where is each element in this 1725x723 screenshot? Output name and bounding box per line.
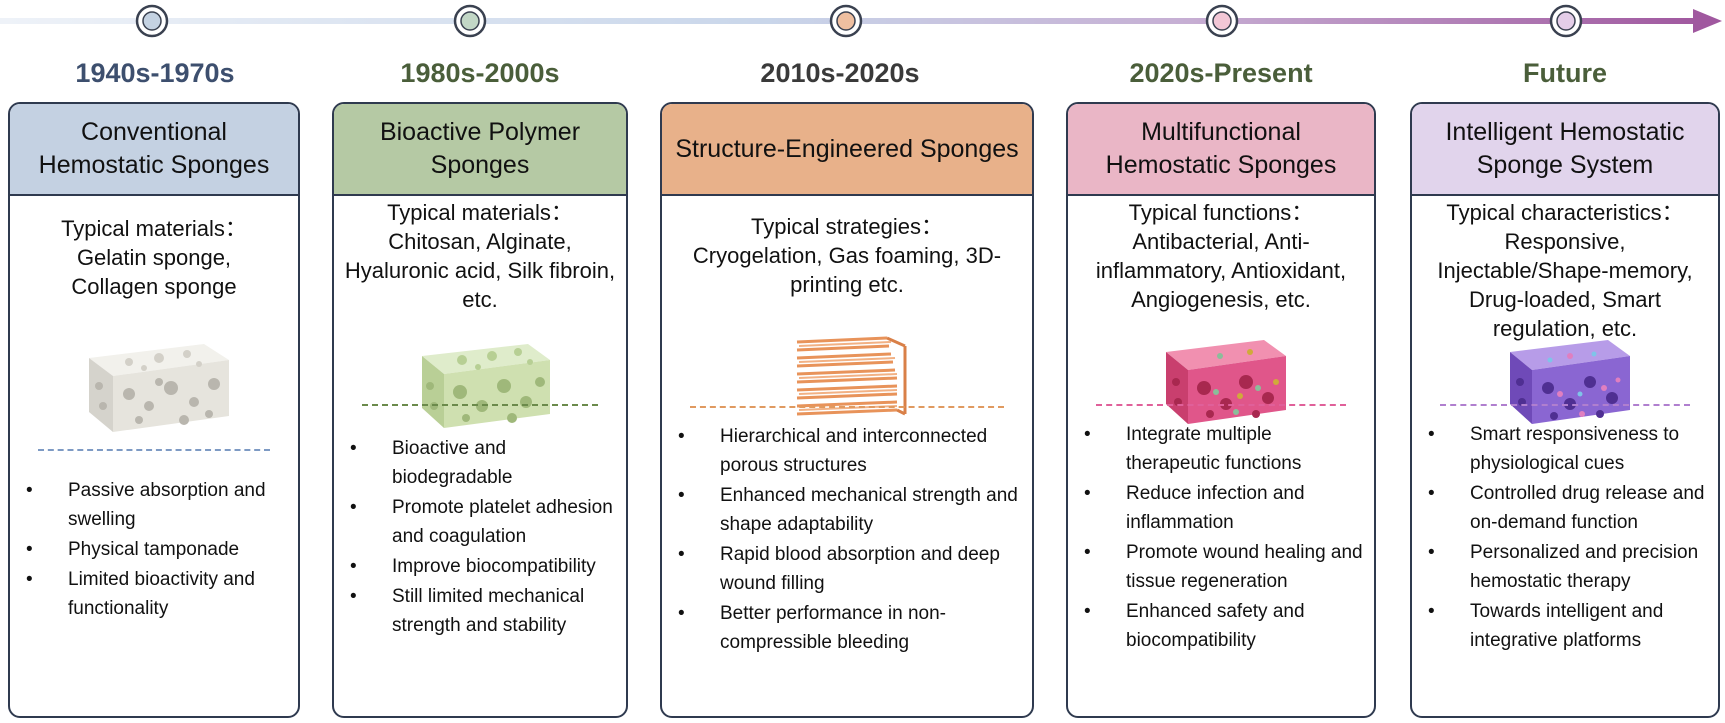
stage-bullets-1: Passive absorption and swelling Physical… xyxy=(22,476,292,624)
stage-title-1: Conventional Hemostatic Sponges xyxy=(10,104,298,196)
bullet-item: Towards intelligent and integrative plat… xyxy=(1424,597,1712,655)
intelligent-sponge-illustration xyxy=(1412,330,1718,430)
bullet-item: Personalized and precision hemostatic th… xyxy=(1424,538,1712,596)
stage-title-2: Bioactive Polymer Sponges xyxy=(334,104,626,196)
gelatin-sponge-illustration xyxy=(10,336,298,436)
stage-divider-1 xyxy=(38,449,270,451)
typical-label-2: Typical materials： xyxy=(387,200,573,225)
stage-divider-2 xyxy=(362,404,598,406)
bullet-item: Improve biocompatibility xyxy=(346,552,620,581)
stage-card-5: Intelligent Hemostatic Sponge System Typ… xyxy=(1410,102,1720,718)
era-label-4: 2020s-Present xyxy=(1129,58,1313,88)
bullet-item: Reduce infection and inflammation xyxy=(1080,479,1368,537)
timeline-node-4 xyxy=(1205,4,1239,38)
era-label-1: 1940s-1970s xyxy=(75,58,235,88)
typical-text-1: Gelatin sponge, Collagen sponge xyxy=(71,245,237,299)
typical-label-4: Typical functions： xyxy=(1128,200,1314,225)
bullet-item: Physical tamponade xyxy=(22,535,292,564)
timeline-node-2 xyxy=(453,4,487,38)
bullet-item: Controlled drug release and on-demand fu… xyxy=(1424,479,1712,537)
stage-typical-1: Typical materials： Gelatin sponge, Colla… xyxy=(10,214,298,301)
stage-title-5: Intelligent Hemostatic Sponge System xyxy=(1412,104,1718,196)
bullet-item: Enhanced mechanical strength and shape a… xyxy=(674,481,1026,539)
stage-bullets-4: Integrate multiple therapeutic functions… xyxy=(1080,420,1368,656)
bullet-item: Still limited mechanical strength and st… xyxy=(346,582,620,640)
stage-card-3: Structure-Engineered Sponges Typical str… xyxy=(660,102,1034,718)
stage-card-2: Bioactive Polymer Sponges Typical materi… xyxy=(332,102,628,718)
stage-title-4: Multifunctional Hemostatic Sponges xyxy=(1068,104,1374,196)
stage-divider-5 xyxy=(1440,404,1690,406)
stage-bullets-2: Bioactive and biodegradable Promote plat… xyxy=(346,434,620,641)
stage-typical-3: Typical strategies： Cryogelation, Gas fo… xyxy=(662,212,1032,299)
stage-typical-4: Typical functions： Antibacterial, Anti-i… xyxy=(1068,198,1374,314)
typical-text-3: Cryogelation, Gas foaming, 3D-printing e… xyxy=(692,243,1002,297)
bioactive-polymer-sponge-illustration xyxy=(334,334,626,434)
bullet-item: Bioactive and biodegradable xyxy=(346,434,620,492)
timeline-arrow xyxy=(0,4,1722,38)
stage-bullets-5: Smart responsiveness to physiological cu… xyxy=(1424,420,1712,656)
stage-typical-2: Typical materials： Chitosan, Alginate, H… xyxy=(334,198,626,314)
typical-label-5: Typical characteristics： xyxy=(1446,200,1684,225)
timeline-arrowhead xyxy=(1693,9,1722,33)
3d-printed-lattice-illustration xyxy=(662,332,1032,432)
stage-divider-3 xyxy=(690,406,1004,408)
typical-text-4: Antibacterial, Anti-inflammatory, Antiox… xyxy=(1095,229,1347,312)
typical-label-1: Typical materials： xyxy=(61,216,247,241)
bullet-item: Limited bioactivity and functionality xyxy=(22,565,292,623)
typical-label-3: Typical strategies： xyxy=(751,214,943,239)
era-label-3: 2010s-2020s xyxy=(760,58,920,88)
bullet-item: Hierarchical and interconnected porous s… xyxy=(674,422,1026,480)
bullet-item: Promote platelet adhesion and coagulatio… xyxy=(346,493,620,551)
era-label-5: Future xyxy=(1523,58,1607,88)
bullet-item: Enhanced safety and biocompatibility xyxy=(1080,597,1368,655)
timeline-node-3 xyxy=(829,4,863,38)
bullet-item: Better performance in non-compressible b… xyxy=(674,599,1026,657)
stage-card-4: Multifunctional Hemostatic Sponges Typic… xyxy=(1066,102,1376,718)
stage-title-3: Structure-Engineered Sponges xyxy=(662,104,1032,196)
bullet-item: Promote wound healing and tissue regener… xyxy=(1080,538,1368,596)
stage-card-1: Conventional Hemostatic Sponges Typical … xyxy=(8,102,300,718)
typical-text-2: Chitosan, Alginate, Hyaluronic acid, Sil… xyxy=(344,229,616,312)
multifunctional-sponge-illustration xyxy=(1068,330,1374,430)
bullet-item: Smart responsiveness to physiological cu… xyxy=(1424,420,1712,478)
stage-divider-4 xyxy=(1096,404,1346,406)
era-label-2: 1980s-2000s xyxy=(400,58,560,88)
typical-text-5: Responsive, Injectable/Shape-memory, Dru… xyxy=(1437,229,1693,341)
bullet-item: Passive absorption and swelling xyxy=(22,476,292,534)
stage-bullets-3: Hierarchical and interconnected porous s… xyxy=(674,422,1026,658)
stage-typical-5: Typical characteristics： Responsive, Inj… xyxy=(1412,198,1718,343)
timeline-node-1 xyxy=(135,4,169,38)
bullet-item: Rapid blood absorption and deep wound fi… xyxy=(674,540,1026,598)
bullet-item: Integrate multiple therapeutic functions xyxy=(1080,420,1368,478)
timeline-node-5 xyxy=(1549,4,1583,38)
